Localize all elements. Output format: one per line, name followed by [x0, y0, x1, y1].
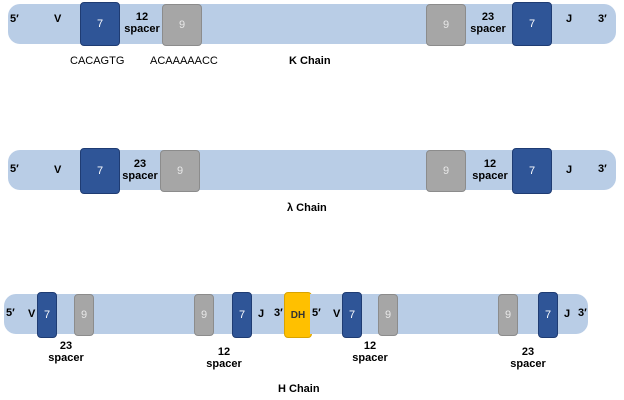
- heavy-v-label-right: V: [333, 308, 341, 320]
- kappa-heptamer-sequence: CACAGTG: [70, 55, 125, 67]
- kappa-three-prime-label: 3′: [598, 13, 607, 25]
- heavy-heptamer-j: 7: [538, 292, 558, 338]
- heavy-spacer-23-left: 23 spacer: [44, 340, 88, 364]
- lambda-nonamer-j: 9: [426, 150, 466, 192]
- heavy-spacer-12-left-text: spacer: [206, 358, 242, 370]
- heavy-heptamer-dh-left: 7: [232, 292, 252, 338]
- lambda-heptamer-v-label: 7: [96, 165, 104, 177]
- lambda-heptamer-j: 7: [512, 148, 552, 194]
- kappa-spacer-12-number: 12: [135, 11, 149, 23]
- heavy-heptamer-dh-right: 7: [342, 292, 362, 338]
- lambda-j-label: J: [566, 164, 573, 176]
- lambda-v-label: V: [54, 164, 62, 176]
- lambda-spacer-12-text: spacer: [472, 170, 508, 182]
- kappa-chain-title: K Chain: [289, 55, 331, 67]
- kappa-heptamer-j: 7: [512, 2, 552, 46]
- kappa-spacer-12-text: spacer: [124, 23, 160, 35]
- heavy-three-prime-label-left: 3′: [274, 307, 283, 319]
- kappa-v-label: V: [54, 13, 62, 25]
- kappa-spacer-12: 12 spacer: [124, 11, 160, 35]
- kappa-nonamer-v: 9: [162, 4, 202, 46]
- lambda-chain-title: λ Chain: [287, 202, 327, 214]
- heavy-nonamer-dh-left: 9: [194, 294, 214, 336]
- lambda-spacer-12: 12 spacer: [472, 158, 508, 182]
- kappa-nonamer-j: 9: [426, 4, 466, 46]
- kappa-nonamer-sequence: ACAAAAACC: [150, 55, 218, 67]
- heavy-heptamer-v-label: 7: [43, 309, 51, 321]
- kappa-heptamer-j-label: 7: [528, 18, 536, 30]
- heavy-five-prime-label-left: 5′: [6, 307, 15, 319]
- heavy-nonamer-j: 9: [498, 294, 518, 336]
- kappa-spacer-23: 23 spacer: [470, 11, 506, 35]
- heavy-spacer-23-left-text: spacer: [48, 352, 84, 364]
- heavy-nonamer-dh-right-label: 9: [384, 309, 392, 321]
- heavy-dh-segment: DH: [284, 292, 312, 338]
- kappa-nonamer-j-label: 9: [442, 19, 450, 31]
- lambda-three-prime-label: 3′: [598, 163, 607, 175]
- kappa-spacer-23-number: 23: [481, 11, 495, 23]
- lambda-heptamer-v: 7: [80, 148, 120, 194]
- heavy-nonamer-v-label: 9: [80, 309, 88, 321]
- heavy-spacer-12-right-text: spacer: [352, 352, 388, 364]
- heavy-five-prime-label-right: 5′: [312, 307, 321, 319]
- heavy-nonamer-v: 9: [74, 294, 94, 336]
- heavy-heptamer-dh-right-label: 7: [348, 309, 356, 321]
- lambda-spacer-23-text: spacer: [122, 170, 158, 182]
- heavy-j-label-right: J: [564, 308, 571, 320]
- lambda-heptamer-j-label: 7: [528, 165, 536, 177]
- heavy-nonamer-dh-left-label: 9: [200, 309, 208, 321]
- lambda-nonamer-v: 9: [160, 150, 200, 192]
- kappa-nonamer-v-label: 9: [178, 19, 186, 31]
- lambda-spacer-12-number: 12: [483, 158, 497, 170]
- heavy-chain-title: H Chain: [278, 383, 320, 395]
- lambda-spacer-23-number: 23: [133, 158, 147, 170]
- heavy-spacer-12-right: 12 spacer: [348, 340, 392, 364]
- heavy-nonamer-dh-right: 9: [378, 294, 398, 336]
- lambda-spacer-23: 23 spacer: [122, 158, 158, 182]
- kappa-heptamer-v-label: 7: [96, 18, 104, 30]
- heavy-dh-label: DH: [290, 309, 306, 321]
- kappa-spacer-23-text: spacer: [470, 23, 506, 35]
- heavy-j-label-left: J: [258, 308, 265, 320]
- heavy-three-prime-label-right: 3′: [578, 307, 587, 319]
- lambda-nonamer-v-label: 9: [176, 165, 184, 177]
- heavy-spacer-23-left-number: 23: [59, 340, 73, 352]
- heavy-spacer-12-left: 12 spacer: [202, 346, 246, 370]
- heavy-v-label-left: V: [28, 308, 36, 320]
- heavy-spacer-23-right-number: 23: [521, 346, 535, 358]
- heavy-heptamer-j-label: 7: [544, 309, 552, 321]
- kappa-five-prime-label: 5′: [10, 13, 19, 25]
- lambda-nonamer-j-label: 9: [442, 165, 450, 177]
- heavy-heptamer-v: 7: [37, 292, 57, 338]
- kappa-j-label: J: [566, 13, 573, 25]
- heavy-spacer-23-right: 23 spacer: [506, 346, 550, 370]
- heavy-nonamer-j-label: 9: [504, 309, 512, 321]
- heavy-spacer-12-left-number: 12: [217, 346, 231, 358]
- heavy-heptamer-dh-left-label: 7: [238, 309, 246, 321]
- kappa-heptamer-v: 7: [80, 2, 120, 46]
- heavy-spacer-23-right-text: spacer: [510, 358, 546, 370]
- heavy-spacer-12-right-number: 12: [363, 340, 377, 352]
- lambda-five-prime-label: 5′: [10, 163, 19, 175]
